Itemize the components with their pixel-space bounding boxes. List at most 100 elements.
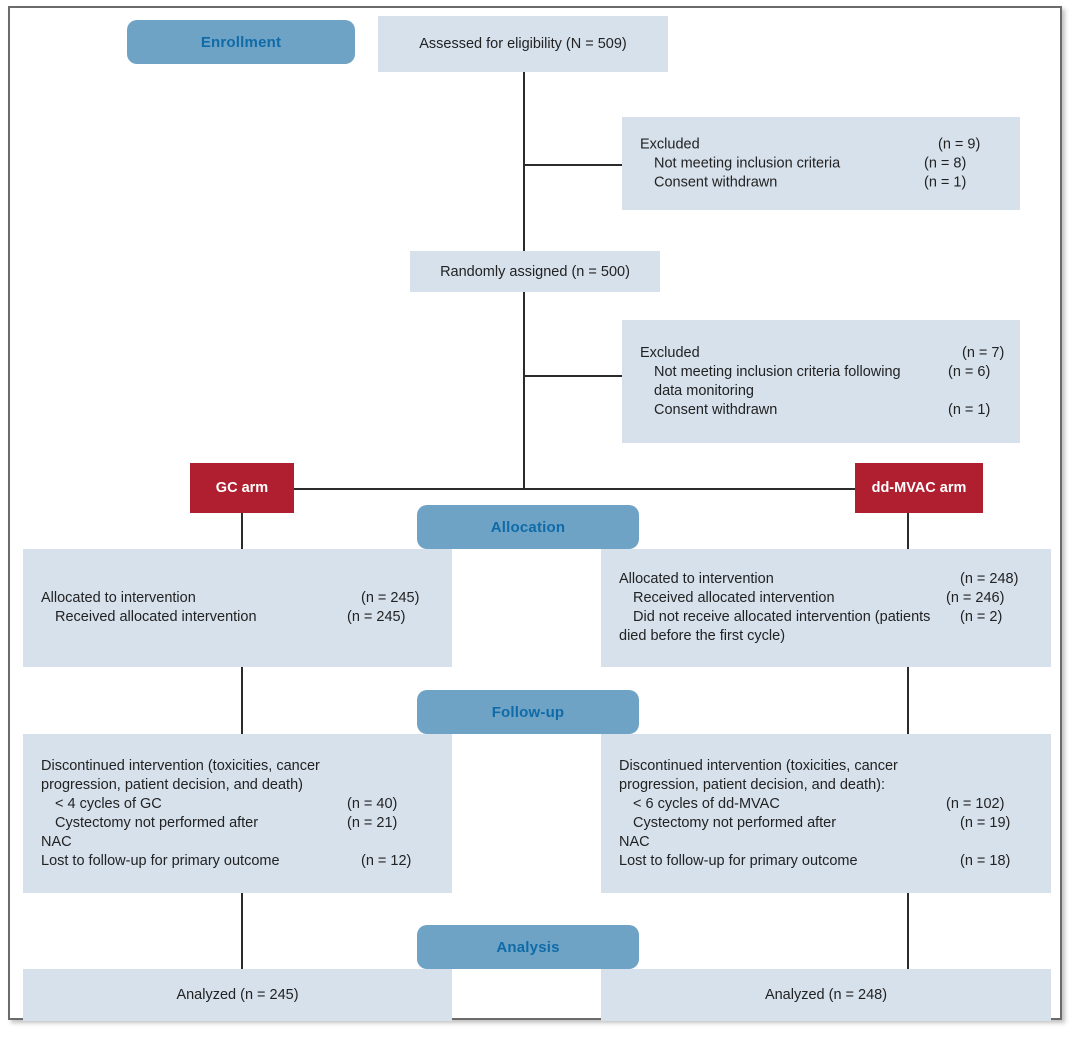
table-row: progression, patient decision, and death… bbox=[41, 776, 438, 795]
connector-gc-alloc-to-followup bbox=[241, 667, 243, 740]
table-row: Did not receive allocated intervention (… bbox=[619, 608, 1037, 627]
row-count: (n = 40) bbox=[347, 795, 398, 812]
row-count: (n = 248) bbox=[960, 571, 1019, 587]
table-row: data monitoring bbox=[640, 382, 1006, 401]
row-count: (n = 9) bbox=[938, 136, 981, 152]
allocation-ddmvac-rows: Allocated to intervention (n = 248) Rece… bbox=[619, 570, 1037, 646]
row-label: Cystectomy not performed after bbox=[633, 814, 837, 831]
row-label: Consent withdrawn bbox=[654, 401, 778, 418]
table-row: Allocated to intervention (n = 248) bbox=[619, 570, 1037, 589]
row-label: Not meeting inclusion criteria bbox=[654, 155, 841, 171]
table-row: Excluded (n = 7) bbox=[640, 344, 1006, 363]
followup-ddmvac-rows: Discontinued intervention (toxicities, c… bbox=[619, 757, 1037, 871]
table-row: progression, patient decision, and death… bbox=[619, 776, 1037, 795]
followup-gc-rows: Discontinued intervention (toxicities, c… bbox=[41, 757, 438, 871]
table-row: Not meeting inclusion criteria following… bbox=[640, 363, 1006, 382]
row-label: progression, patient decision, and death… bbox=[41, 776, 303, 793]
row-label: Received allocated intervention bbox=[633, 590, 835, 606]
table-row: Received allocated intervention (n = 245… bbox=[41, 608, 438, 627]
row-label: Cystectomy not performed after bbox=[55, 814, 259, 831]
connector-split-horizontal bbox=[241, 488, 908, 490]
row-count: (n = 1) bbox=[948, 401, 991, 418]
allocation-gc-rows: Allocated to intervention (n = 245) Rece… bbox=[41, 589, 438, 627]
table-row: Discontinued intervention (toxicities, c… bbox=[619, 757, 1037, 776]
table-row: NAC bbox=[619, 833, 1037, 852]
row-count: (n = 246) bbox=[946, 590, 1005, 606]
stage-label-enrollment: Enrollment bbox=[200, 33, 282, 51]
table-row: Lost to follow-up for primary outcome (n… bbox=[41, 852, 438, 871]
connector-gc-followup-to-analysis bbox=[241, 893, 243, 970]
node-excluded-postrandomization: Excluded (n = 7) Not meeting inclusion c… bbox=[622, 320, 1020, 443]
node-followup-gc: Discontinued intervention (toxicities, c… bbox=[23, 734, 452, 893]
connector-gc-arm-down bbox=[241, 513, 243, 555]
table-row: Allocated to intervention (n = 245) bbox=[41, 589, 438, 608]
row-count: (n = 245) bbox=[361, 590, 420, 606]
arm-label-gc: GC arm bbox=[215, 480, 269, 496]
connector-assessed-to-random bbox=[523, 72, 525, 252]
randomized-text: Randomly assigned (n = 500) bbox=[440, 263, 630, 280]
row-label: progression, patient decision, and death… bbox=[619, 776, 886, 793]
stage-pill-allocation: Allocation bbox=[417, 505, 639, 549]
stage-label-followup: Follow-up bbox=[491, 703, 565, 721]
row-count: (n = 7) bbox=[962, 344, 1005, 361]
row-count: (n = 245) bbox=[347, 609, 406, 625]
analyzed-gc-text: Analyzed (n = 245) bbox=[176, 987, 299, 1003]
excluded-post-rows: Excluded (n = 7) Not meeting inclusion c… bbox=[640, 344, 1006, 420]
table-row: Discontinued intervention (toxicities, c… bbox=[41, 757, 438, 776]
table-row: Cystectomy not performed after (n = 19) bbox=[619, 814, 1037, 833]
analyzed-ddmvac-text: Analyzed (n = 248) bbox=[764, 987, 888, 1003]
row-count: (n = 102) bbox=[946, 795, 1005, 812]
row-label: Consent withdrawn bbox=[654, 174, 778, 190]
arm-box-gc: GC arm bbox=[190, 463, 294, 513]
row-label: NAC bbox=[41, 833, 72, 850]
node-analyzed-ddmvac: Analyzed (n = 248) bbox=[601, 969, 1051, 1021]
row-label: Discontinued intervention (toxicities, c… bbox=[41, 757, 320, 774]
stage-pill-analysis: Analysis bbox=[417, 925, 639, 969]
row-count: (n = 2) bbox=[960, 609, 1003, 625]
stage-label-analysis: Analysis bbox=[496, 938, 560, 956]
node-assessed-for-eligibility: Assessed for eligibility (N = 509) bbox=[378, 16, 668, 72]
row-label: Allocated to intervention bbox=[41, 590, 196, 606]
row-count: (n = 6) bbox=[948, 363, 991, 380]
node-allocation-gc: Allocated to intervention (n = 245) Rece… bbox=[23, 549, 452, 667]
stage-pill-enrollment: Enrollment bbox=[127, 20, 355, 64]
connector-random-to-split bbox=[523, 292, 525, 488]
row-label: Lost to follow-up for primary outcome bbox=[619, 852, 858, 869]
row-count: (n = 1) bbox=[924, 174, 967, 190]
row-label: NAC bbox=[619, 833, 650, 850]
node-allocation-ddmvac: Allocated to intervention (n = 248) Rece… bbox=[601, 549, 1051, 667]
table-row: Not meeting inclusion criteria (n = 8) bbox=[640, 154, 1006, 173]
table-row: Excluded (n = 9) bbox=[640, 135, 1006, 154]
row-label: Lost to follow-up for primary outcome bbox=[41, 852, 280, 869]
row-label: Not meeting inclusion criteria following bbox=[654, 363, 901, 380]
row-label: < 4 cycles of GC bbox=[55, 795, 162, 812]
table-row: < 4 cycles of GC (n = 40) bbox=[41, 795, 438, 814]
node-excluded-prerandomization: Excluded (n = 9) Not meeting inclusion c… bbox=[622, 117, 1020, 210]
node-randomly-assigned: Randomly assigned (n = 500) bbox=[410, 251, 660, 292]
table-row: Consent withdrawn (n = 1) bbox=[640, 401, 1006, 420]
arm-label-ddmvac: dd-MVAC arm bbox=[871, 480, 967, 496]
row-label: Excluded bbox=[640, 344, 700, 361]
stage-pill-followup: Follow-up bbox=[417, 690, 639, 734]
row-count: (n = 18) bbox=[960, 852, 1011, 869]
connector-ddmvac-arm-down bbox=[907, 513, 909, 555]
stage-label-allocation: Allocation bbox=[490, 518, 566, 536]
row-count: (n = 21) bbox=[347, 814, 398, 831]
row-label: Allocated to intervention bbox=[619, 571, 774, 587]
row-label: died before the first cycle) bbox=[619, 628, 786, 644]
table-row: died before the first cycle) bbox=[619, 627, 1037, 646]
row-label: Discontinued intervention (toxicities, c… bbox=[619, 757, 898, 774]
row-label: data monitoring bbox=[654, 382, 754, 399]
row-count: (n = 8) bbox=[924, 155, 967, 171]
node-analyzed-gc: Analyzed (n = 245) bbox=[23, 969, 452, 1021]
connector-to-excluded-pre bbox=[523, 164, 622, 166]
row-label: < 6 cycles of dd-MVAC bbox=[633, 795, 780, 812]
assessed-text: Assessed for eligibility (N = 509) bbox=[419, 36, 627, 52]
row-label: Excluded bbox=[640, 136, 700, 152]
table-row: Cystectomy not performed after (n = 21) bbox=[41, 814, 438, 833]
node-followup-ddmvac: Discontinued intervention (toxicities, c… bbox=[601, 734, 1051, 893]
excluded-pre-rows: Excluded (n = 9) Not meeting inclusion c… bbox=[640, 135, 1006, 192]
connector-to-excluded-post bbox=[523, 375, 622, 377]
arm-box-ddmvac: dd-MVAC arm bbox=[855, 463, 983, 513]
